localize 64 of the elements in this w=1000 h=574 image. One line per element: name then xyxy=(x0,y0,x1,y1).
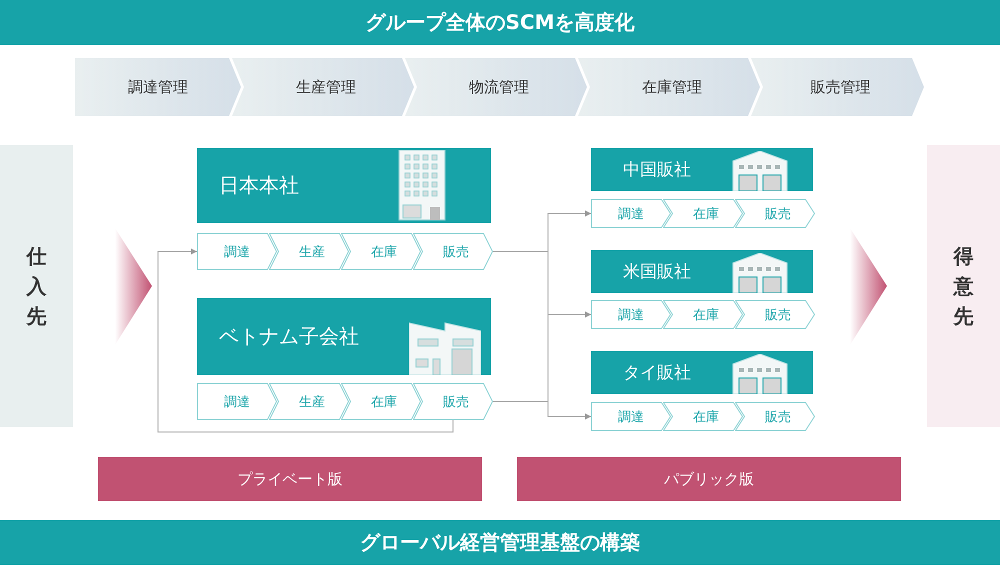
connector-arrow xyxy=(158,248,454,432)
process-stage xyxy=(751,58,924,116)
title-banner: グループ全体のSCMを高度化 xyxy=(0,0,1000,45)
platform-box xyxy=(98,457,482,501)
chevron-label: 物流管理 xyxy=(468,78,529,96)
process-stage xyxy=(405,58,587,116)
company-box xyxy=(591,148,813,191)
chevron-label: 調達管理 xyxy=(128,78,188,96)
process-step xyxy=(341,383,421,420)
process-step xyxy=(269,233,349,270)
step-label: 在庫 xyxy=(370,394,397,410)
company-name: 日本本社 xyxy=(219,172,299,199)
chevron-label: 生産管理 xyxy=(295,78,356,96)
process-stage xyxy=(75,58,241,116)
step-label: 在庫 xyxy=(370,244,397,260)
step-label: 販売 xyxy=(764,408,791,426)
step-label: 生産 xyxy=(298,394,325,410)
platform-box xyxy=(517,457,901,501)
process-step xyxy=(413,233,493,270)
step-label: 在庫 xyxy=(692,306,719,324)
step-label: 販売 xyxy=(442,394,469,410)
process-step xyxy=(735,402,815,431)
company-name: 中国販社 xyxy=(623,159,691,181)
step-label: 在庫 xyxy=(692,408,719,426)
step-label: 調達 xyxy=(618,206,644,222)
company-box xyxy=(591,351,813,394)
step-label: 調達 xyxy=(224,244,250,260)
step-label: 調達 xyxy=(618,306,644,324)
step-label: 販売 xyxy=(764,206,791,222)
process-step xyxy=(591,199,671,228)
process-stage xyxy=(232,58,414,116)
caption-banner: グローバル経営管理基盤の構築 xyxy=(0,520,1000,565)
chevron-label: 販売管理 xyxy=(810,78,870,96)
band-label: 仕入先 xyxy=(26,243,48,330)
connector-arrow xyxy=(492,401,592,420)
process-step xyxy=(663,300,743,329)
step-label: 生産 xyxy=(298,244,325,260)
platform-label: パブリック版 xyxy=(664,470,754,488)
company-box xyxy=(197,298,491,375)
company-box xyxy=(591,250,813,293)
process-step xyxy=(413,383,493,420)
band-label: 得意先 xyxy=(952,243,974,330)
company-box xyxy=(197,148,491,223)
company-name: ベトナム子会社 xyxy=(219,323,359,350)
process-step xyxy=(197,233,277,270)
company-name: 米国販社 xyxy=(623,261,691,283)
process-step xyxy=(663,199,743,228)
chevron-label: 在庫管理 xyxy=(641,78,702,96)
process-step xyxy=(197,383,277,420)
process-step xyxy=(663,402,743,431)
step-label: 販売 xyxy=(442,244,469,260)
process-step xyxy=(269,383,349,420)
step-label: 在庫 xyxy=(692,206,719,222)
process-stage xyxy=(578,58,760,116)
process-step xyxy=(591,300,671,329)
platform-label: プライベート版 xyxy=(238,470,342,488)
process-step xyxy=(591,402,671,431)
process-step xyxy=(735,199,815,228)
process-step xyxy=(341,233,421,270)
company-name: タイ販社 xyxy=(623,362,691,384)
step-label: 調達 xyxy=(618,408,644,426)
step-label: 調達 xyxy=(224,394,250,410)
process-step xyxy=(735,300,815,329)
step-label: 販売 xyxy=(764,306,791,324)
